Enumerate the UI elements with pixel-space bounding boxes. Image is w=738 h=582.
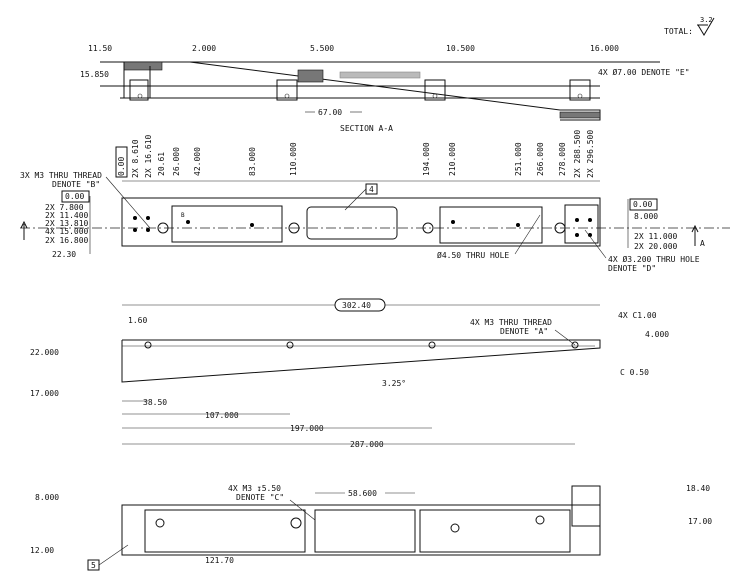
dim-angle: 3.25° xyxy=(382,379,406,388)
thread-marker-b: B xyxy=(181,212,185,219)
dim-right-3: 2X 20.000 xyxy=(634,242,678,251)
section-marker-a: A xyxy=(700,239,705,248)
dim-16-000: 16.000 xyxy=(590,44,619,53)
datum-box-right xyxy=(629,198,658,211)
datum-box xyxy=(115,146,128,178)
dim-15-850: 15.850 xyxy=(80,70,109,79)
right-note-line2: DENOTE "D" xyxy=(608,264,656,273)
dim-11-50: 11.50 xyxy=(88,44,112,53)
thread-note-c-line1: 4X M3 ↧5.50 xyxy=(228,484,281,493)
top-view: B 0.00 2X 8.610 2X 16.610 20.61 26.000 4… xyxy=(20,130,730,273)
dim-top-9: 210.000 xyxy=(448,142,457,176)
dim-17-000: 17.000 xyxy=(30,389,59,398)
dim-left-3: 2X 13.810 xyxy=(45,219,89,228)
overall-dim-box xyxy=(334,298,386,312)
left-note-line1: 3X M3 THRU THREAD xyxy=(20,171,102,180)
dim-67-00: 67.00 xyxy=(318,108,342,117)
surface-finish-label: TOTAL: xyxy=(664,27,693,36)
dim-1-60: 1.60 xyxy=(128,316,147,325)
surface-finish-symbol: TOTAL: 3.2 xyxy=(664,16,715,36)
dim-top-2: 2X 16.610 xyxy=(144,134,153,178)
dim-top-6: 83.000 xyxy=(248,147,257,176)
dim-top-12: 278.000 xyxy=(558,142,567,176)
balloon-4-label: 4 xyxy=(369,185,374,194)
dim-197-000: 197.000 xyxy=(290,424,324,433)
dim-left-0: 0.00 xyxy=(65,192,84,201)
dim-8-000: 8.000 xyxy=(35,493,59,502)
dim-38-50: 38.50 xyxy=(143,398,167,407)
hole-note-450: Ø4.50 THRU HOLE xyxy=(437,250,509,260)
section-arrow-right-icon xyxy=(691,224,699,246)
thread-note-c-line2: DENOTE "C" xyxy=(236,493,284,502)
right-note-line1: 4X Ø3.200 THRU HOLE xyxy=(608,254,700,264)
dim-left-5: 2X 16.800 xyxy=(45,236,89,245)
dim-2-000: 2.000 xyxy=(192,44,216,53)
top-dimension-labels: 0.00 2X 8.610 2X 16.610 20.61 26.000 42.… xyxy=(115,130,595,178)
datum-box-left xyxy=(61,190,90,203)
dim-right-1: 8.000 xyxy=(634,212,658,221)
dim-4-000: 4.000 xyxy=(645,330,669,339)
dim-12-00: 12.00 xyxy=(30,546,54,555)
dim-top-0: 0.00 xyxy=(117,157,126,176)
dim-right-0: 0.00 xyxy=(633,200,652,209)
surface-finish-value: 3.2 xyxy=(700,16,713,24)
dim-overall: 302.40 xyxy=(342,301,371,310)
hole-note-e: 4X Ø7.00 DENOTE "E" xyxy=(598,67,690,77)
dim-17-00: 17.00 xyxy=(688,517,712,526)
left-note-line2: DENOTE "B" xyxy=(52,180,100,189)
balloon-5-label: 5 xyxy=(91,561,96,570)
dim-top-4: 26.000 xyxy=(172,147,181,176)
dim-top-11: 266.000 xyxy=(536,142,545,176)
dim-left-1: 2X 7.800 xyxy=(45,203,84,212)
dim-5-500: 5.500 xyxy=(310,44,334,53)
dim-top-3: 20.61 xyxy=(157,152,166,176)
dim-top-8: 194.000 xyxy=(422,142,431,176)
section-title: SECTION A-A xyxy=(340,124,393,133)
side-view: 302.40 1.60 22.000 17.000 38.50 107.000 … xyxy=(30,298,669,449)
thread-note-a-line1: 4X M3 THRU THREAD xyxy=(470,318,552,327)
dim-121-70: 121.70 xyxy=(205,556,234,565)
dim-107-000: 107.000 xyxy=(205,411,239,420)
dim-left-2: 2X 11.400 xyxy=(45,211,89,220)
dim-top-7: 110.000 xyxy=(289,142,298,176)
dim-top-14: 2X 296.500 xyxy=(586,130,595,178)
dim-right-2: 2X 11.000 xyxy=(634,232,678,241)
dim-18-40: 18.40 xyxy=(686,484,710,493)
section-arrow-left-icon xyxy=(20,220,28,240)
dim-287-000: 287.000 xyxy=(350,440,384,449)
dim-left-6: 22.30 xyxy=(52,250,76,259)
section-view: 11.50 2.000 5.500 10.500 16.000 15.850 6… xyxy=(80,44,690,133)
chamfer-c050: C 0.50 xyxy=(620,368,649,377)
bottom-view: 8.000 12.00 121.70 58.600 18.40 17.00 4X… xyxy=(30,484,712,571)
dim-top-10: 251.000 xyxy=(514,142,523,176)
dim-top-5: 42.000 xyxy=(193,147,202,176)
dim-22-000: 22.000 xyxy=(30,348,59,357)
dim-58-600: 58.600 xyxy=(348,489,377,498)
chamfer-c1: 4X C1.00 xyxy=(618,311,657,320)
dim-10-500: 10.500 xyxy=(446,44,475,53)
surface-finish-icon xyxy=(697,17,715,36)
thread-note-a-line2: DENOTE "A" xyxy=(500,327,548,336)
dim-top-13: 2X 288.500 xyxy=(573,130,582,178)
dim-left-4: 4X 15.000 xyxy=(45,227,89,236)
dim-top-1: 2X 8.610 xyxy=(131,139,140,178)
